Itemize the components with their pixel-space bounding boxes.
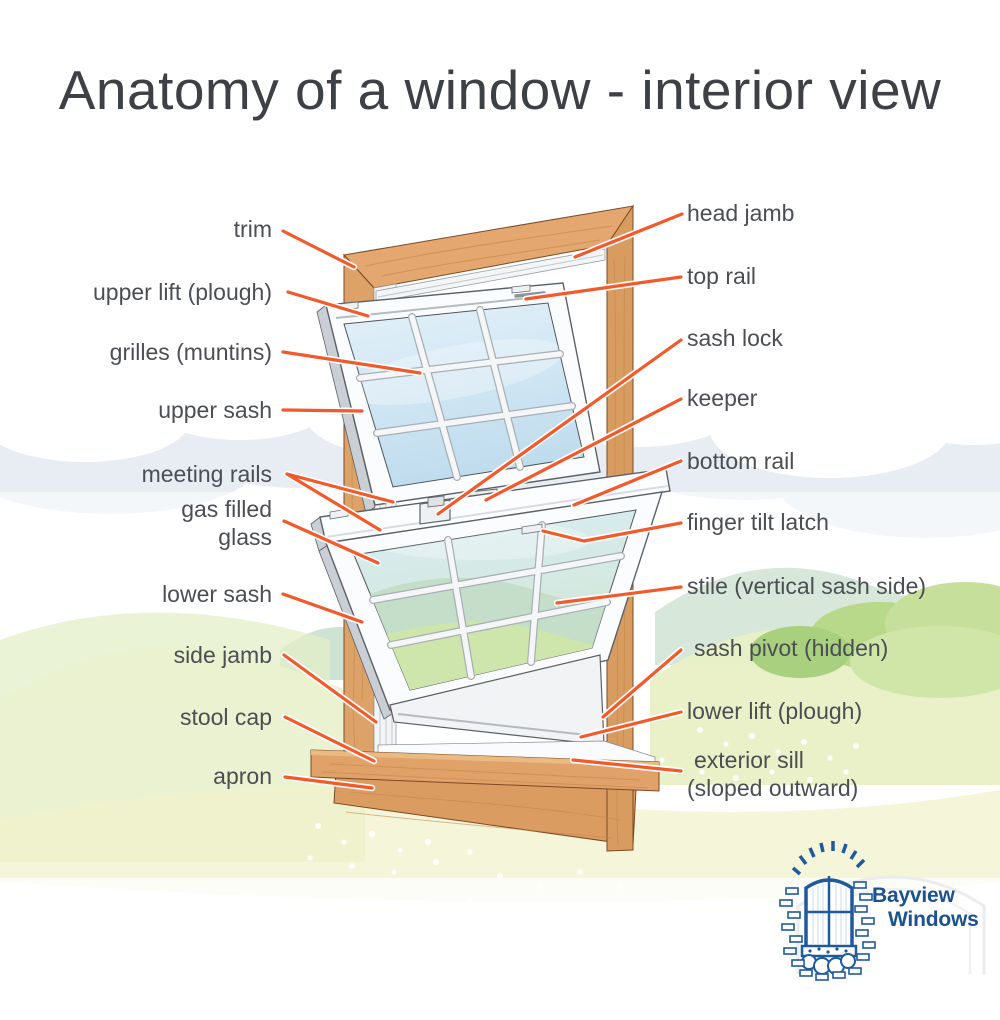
head-jamb-track — [375, 248, 606, 303]
window-illustration — [310, 204, 671, 852]
label-upper-lift: upper lift (plough) — [93, 279, 272, 305]
lower-grilles — [369, 521, 625, 680]
logo-name-line1: Bayview — [872, 884, 955, 907]
label-top-rail: top rail — [687, 263, 757, 289]
tilt-latch — [511, 284, 531, 294]
label-sash-pivot: sash pivot (hidden) — [694, 635, 889, 661]
label-grilles: grilles (muntins) — [109, 339, 272, 365]
label-trim: trim — [233, 216, 272, 242]
label-bottom-rail: bottom rail — [687, 448, 795, 474]
label-gas-filled-glass: gas filled glass — [181, 496, 272, 550]
page-title: Anatomy of a window - interior view — [58, 59, 942, 121]
lower-lift-plough-groove — [397, 713, 597, 737]
label-exterior-sill: exterior sill (sloped outward) — [687, 747, 859, 801]
label-upper-sash: upper sash — [158, 397, 272, 423]
upper-sash — [316, 282, 601, 514]
label-head-jamb: head jamb — [687, 200, 795, 226]
label-apron: apron — [213, 763, 272, 789]
label-lower-sash: lower sash — [162, 581, 272, 607]
upper-grilles — [356, 306, 576, 481]
logo-bricks — [779, 881, 876, 981]
lower-sash — [310, 468, 671, 746]
label-stool-cap: stool cap — [179, 704, 272, 730]
label-keeper: keeper — [687, 385, 758, 411]
label-stile: stile (vertical sash side) — [687, 573, 927, 599]
leader-lines — [279, 210, 686, 792]
label-sash-lock: sash lock — [687, 325, 783, 351]
label-finger-tilt-latch: finger tilt latch — [687, 509, 829, 535]
label-lower-lift: lower lift (plough) — [687, 698, 863, 724]
label-meeting-rails: meeting rails — [141, 461, 272, 487]
logo-name-line2: Windows — [888, 908, 979, 931]
upper-lift-plough-groove — [335, 294, 559, 319]
background-hills — [0, 567, 1000, 1020]
logo-icon — [779, 841, 986, 981]
label-side-jamb: side jamb — [173, 642, 272, 668]
meadow-flowers — [307, 727, 859, 909]
